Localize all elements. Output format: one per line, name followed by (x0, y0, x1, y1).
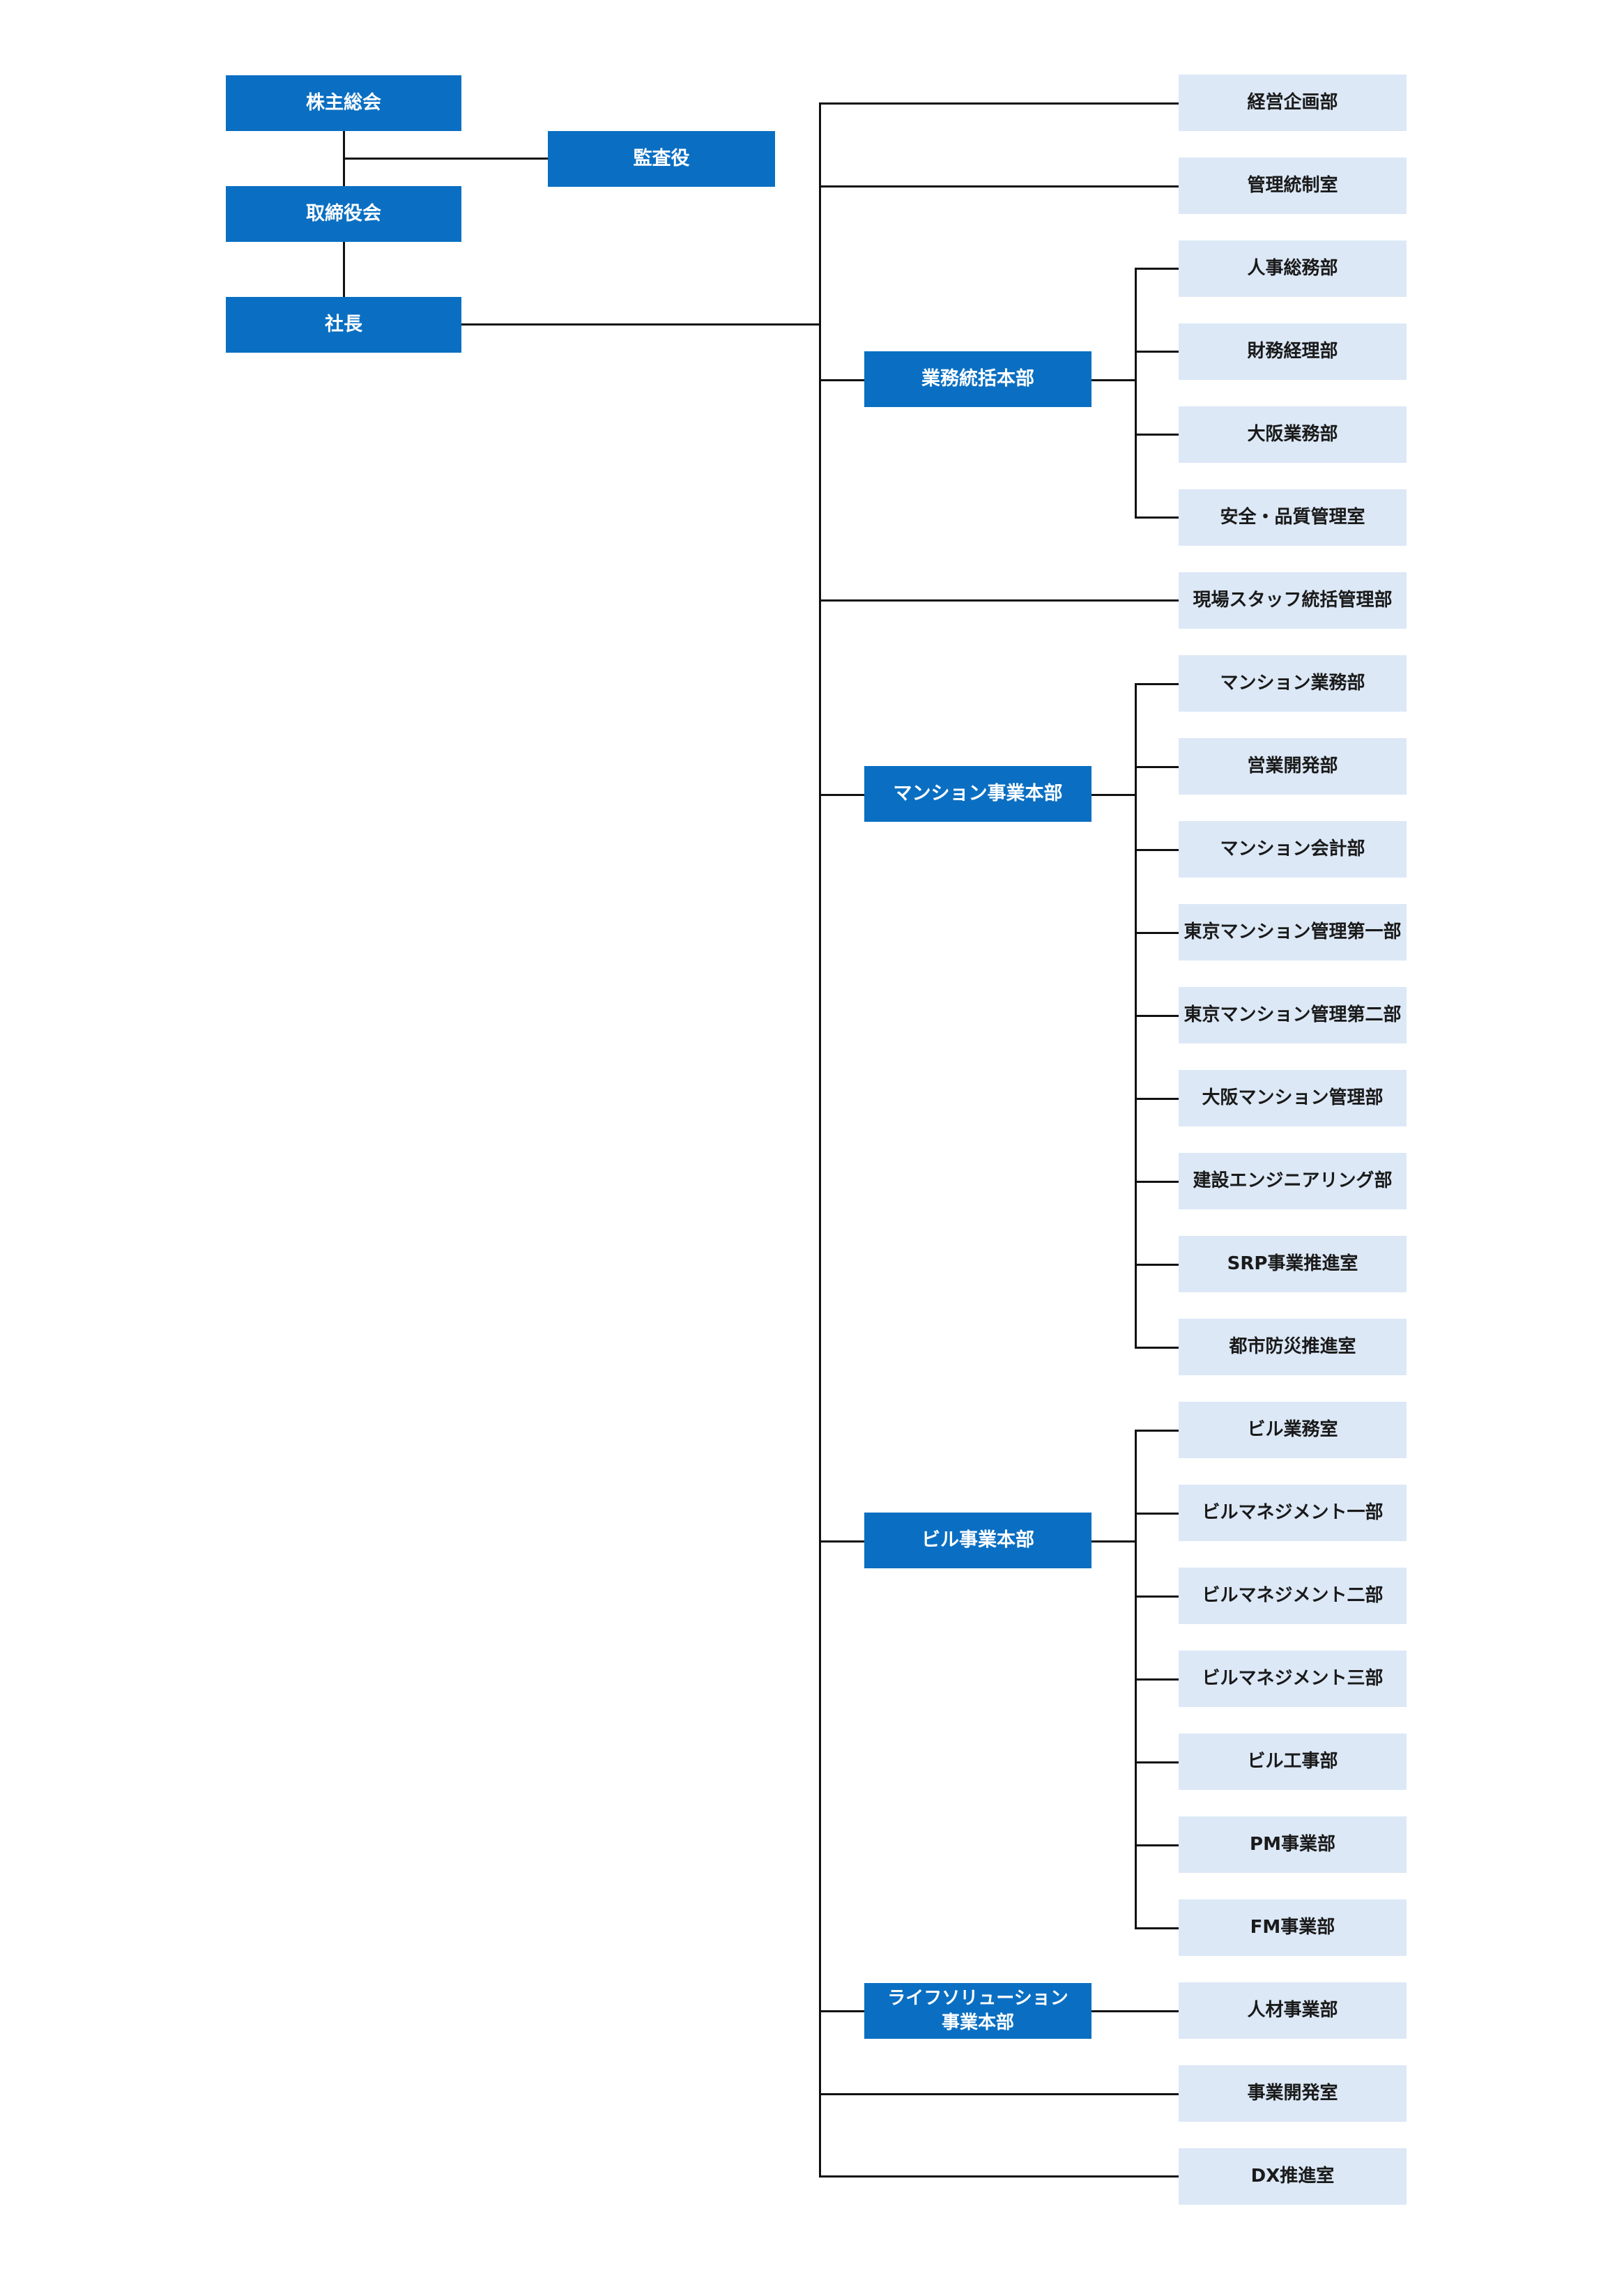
connector-dept (1135, 1264, 1179, 1266)
connector-dept (1135, 766, 1179, 768)
connector-division (819, 379, 864, 381)
connector-dept (819, 185, 1179, 187)
dept-box: SRP事業推進室 (1179, 1236, 1407, 1292)
connector-division (819, 1540, 864, 1543)
main-spine (819, 102, 821, 2176)
dept-box: マンション業務部 (1179, 655, 1407, 712)
connector-board-president (343, 242, 345, 297)
shareholders-meeting-box: 株主総会 (226, 75, 461, 131)
dept-box: PM事業部 (1179, 1816, 1407, 1873)
connector-dept (1135, 351, 1179, 353)
connector-division-out (1091, 1540, 1136, 1543)
connector-dept (1135, 1015, 1179, 1017)
connector-dept (1091, 2010, 1179, 2012)
auditor-box: 監査役 (548, 131, 775, 187)
division-box: ライフソリューション 事業本部 (864, 1983, 1091, 2039)
connector-president-spine (461, 323, 820, 326)
dept-box: 安全・品質管理室 (1179, 489, 1407, 546)
connector-division-out (1091, 379, 1136, 381)
dept-box: 財務経理部 (1179, 323, 1407, 380)
president-box: 社長 (226, 297, 461, 353)
connector-dept (819, 599, 1179, 602)
dept-box: マンション会計部 (1179, 821, 1407, 878)
connector-dept (1135, 268, 1179, 270)
dept-box: 建設エンジニアリング部 (1179, 1153, 1407, 1209)
connector-dept (1135, 1347, 1179, 1349)
dept-box: 営業開発部 (1179, 738, 1407, 795)
dept-box: 東京マンション管理第一部 (1179, 904, 1407, 961)
connector-dept (1135, 1761, 1179, 1763)
dept-box: DX推進室 (1179, 2148, 1407, 2205)
connector-dept (819, 2175, 1179, 2178)
dept-box: 大阪業務部 (1179, 406, 1407, 463)
dept-box: ビル業務室 (1179, 1402, 1407, 1458)
connector-auditor (343, 158, 548, 160)
dept-box: 人事総務部 (1179, 240, 1407, 297)
dept-box: FM事業部 (1179, 1899, 1407, 1956)
board-box: 取締役会 (226, 186, 461, 242)
connector-dept (1135, 1595, 1179, 1598)
dept-box: 事業開発室 (1179, 2065, 1407, 2122)
dept-box: ビル工事部 (1179, 1734, 1407, 1790)
connector-dept (1135, 516, 1179, 519)
dept-box: 東京マンション管理第二部 (1179, 987, 1407, 1043)
connector-division (819, 794, 864, 796)
dept-box: 管理統制室 (1179, 158, 1407, 214)
connector-dept (1135, 849, 1179, 851)
connector-dept (1135, 1098, 1179, 1100)
connector-dept (1135, 1678, 1179, 1681)
dept-box: 都市防災推進室 (1179, 1319, 1407, 1375)
dept-box: 人材事業部 (1179, 1982, 1407, 2039)
connector-dept (1135, 1513, 1179, 1515)
connector-dept (819, 102, 1179, 105)
connector-division (819, 2010, 864, 2012)
dept-box: ビルマネジメント一部 (1179, 1485, 1407, 1541)
dept-box: 大阪マンション管理部 (1179, 1070, 1407, 1126)
connector-dept (1135, 683, 1179, 685)
dept-box: 経営企画部 (1179, 75, 1407, 131)
connector-dept (1135, 434, 1179, 436)
division-spine (1135, 268, 1137, 519)
connector-dept (1135, 1181, 1179, 1183)
division-box: マンション事業本部 (864, 766, 1091, 822)
dept-box: ビルマネジメント三部 (1179, 1651, 1407, 1707)
connector-dept (1135, 932, 1179, 934)
division-box: 業務統括本部 (864, 351, 1091, 407)
dept-box: 現場スタッフ統括管理部 (1179, 572, 1407, 629)
connector-dept (1135, 1927, 1179, 1929)
connector-dept (819, 2093, 1179, 2095)
division-box: ビル事業本部 (864, 1513, 1091, 1568)
connector-dept (1135, 1430, 1179, 1432)
dept-box: ビルマネジメント二部 (1179, 1568, 1407, 1624)
connector-dept (1135, 1844, 1179, 1846)
connector-division-out (1091, 794, 1136, 796)
